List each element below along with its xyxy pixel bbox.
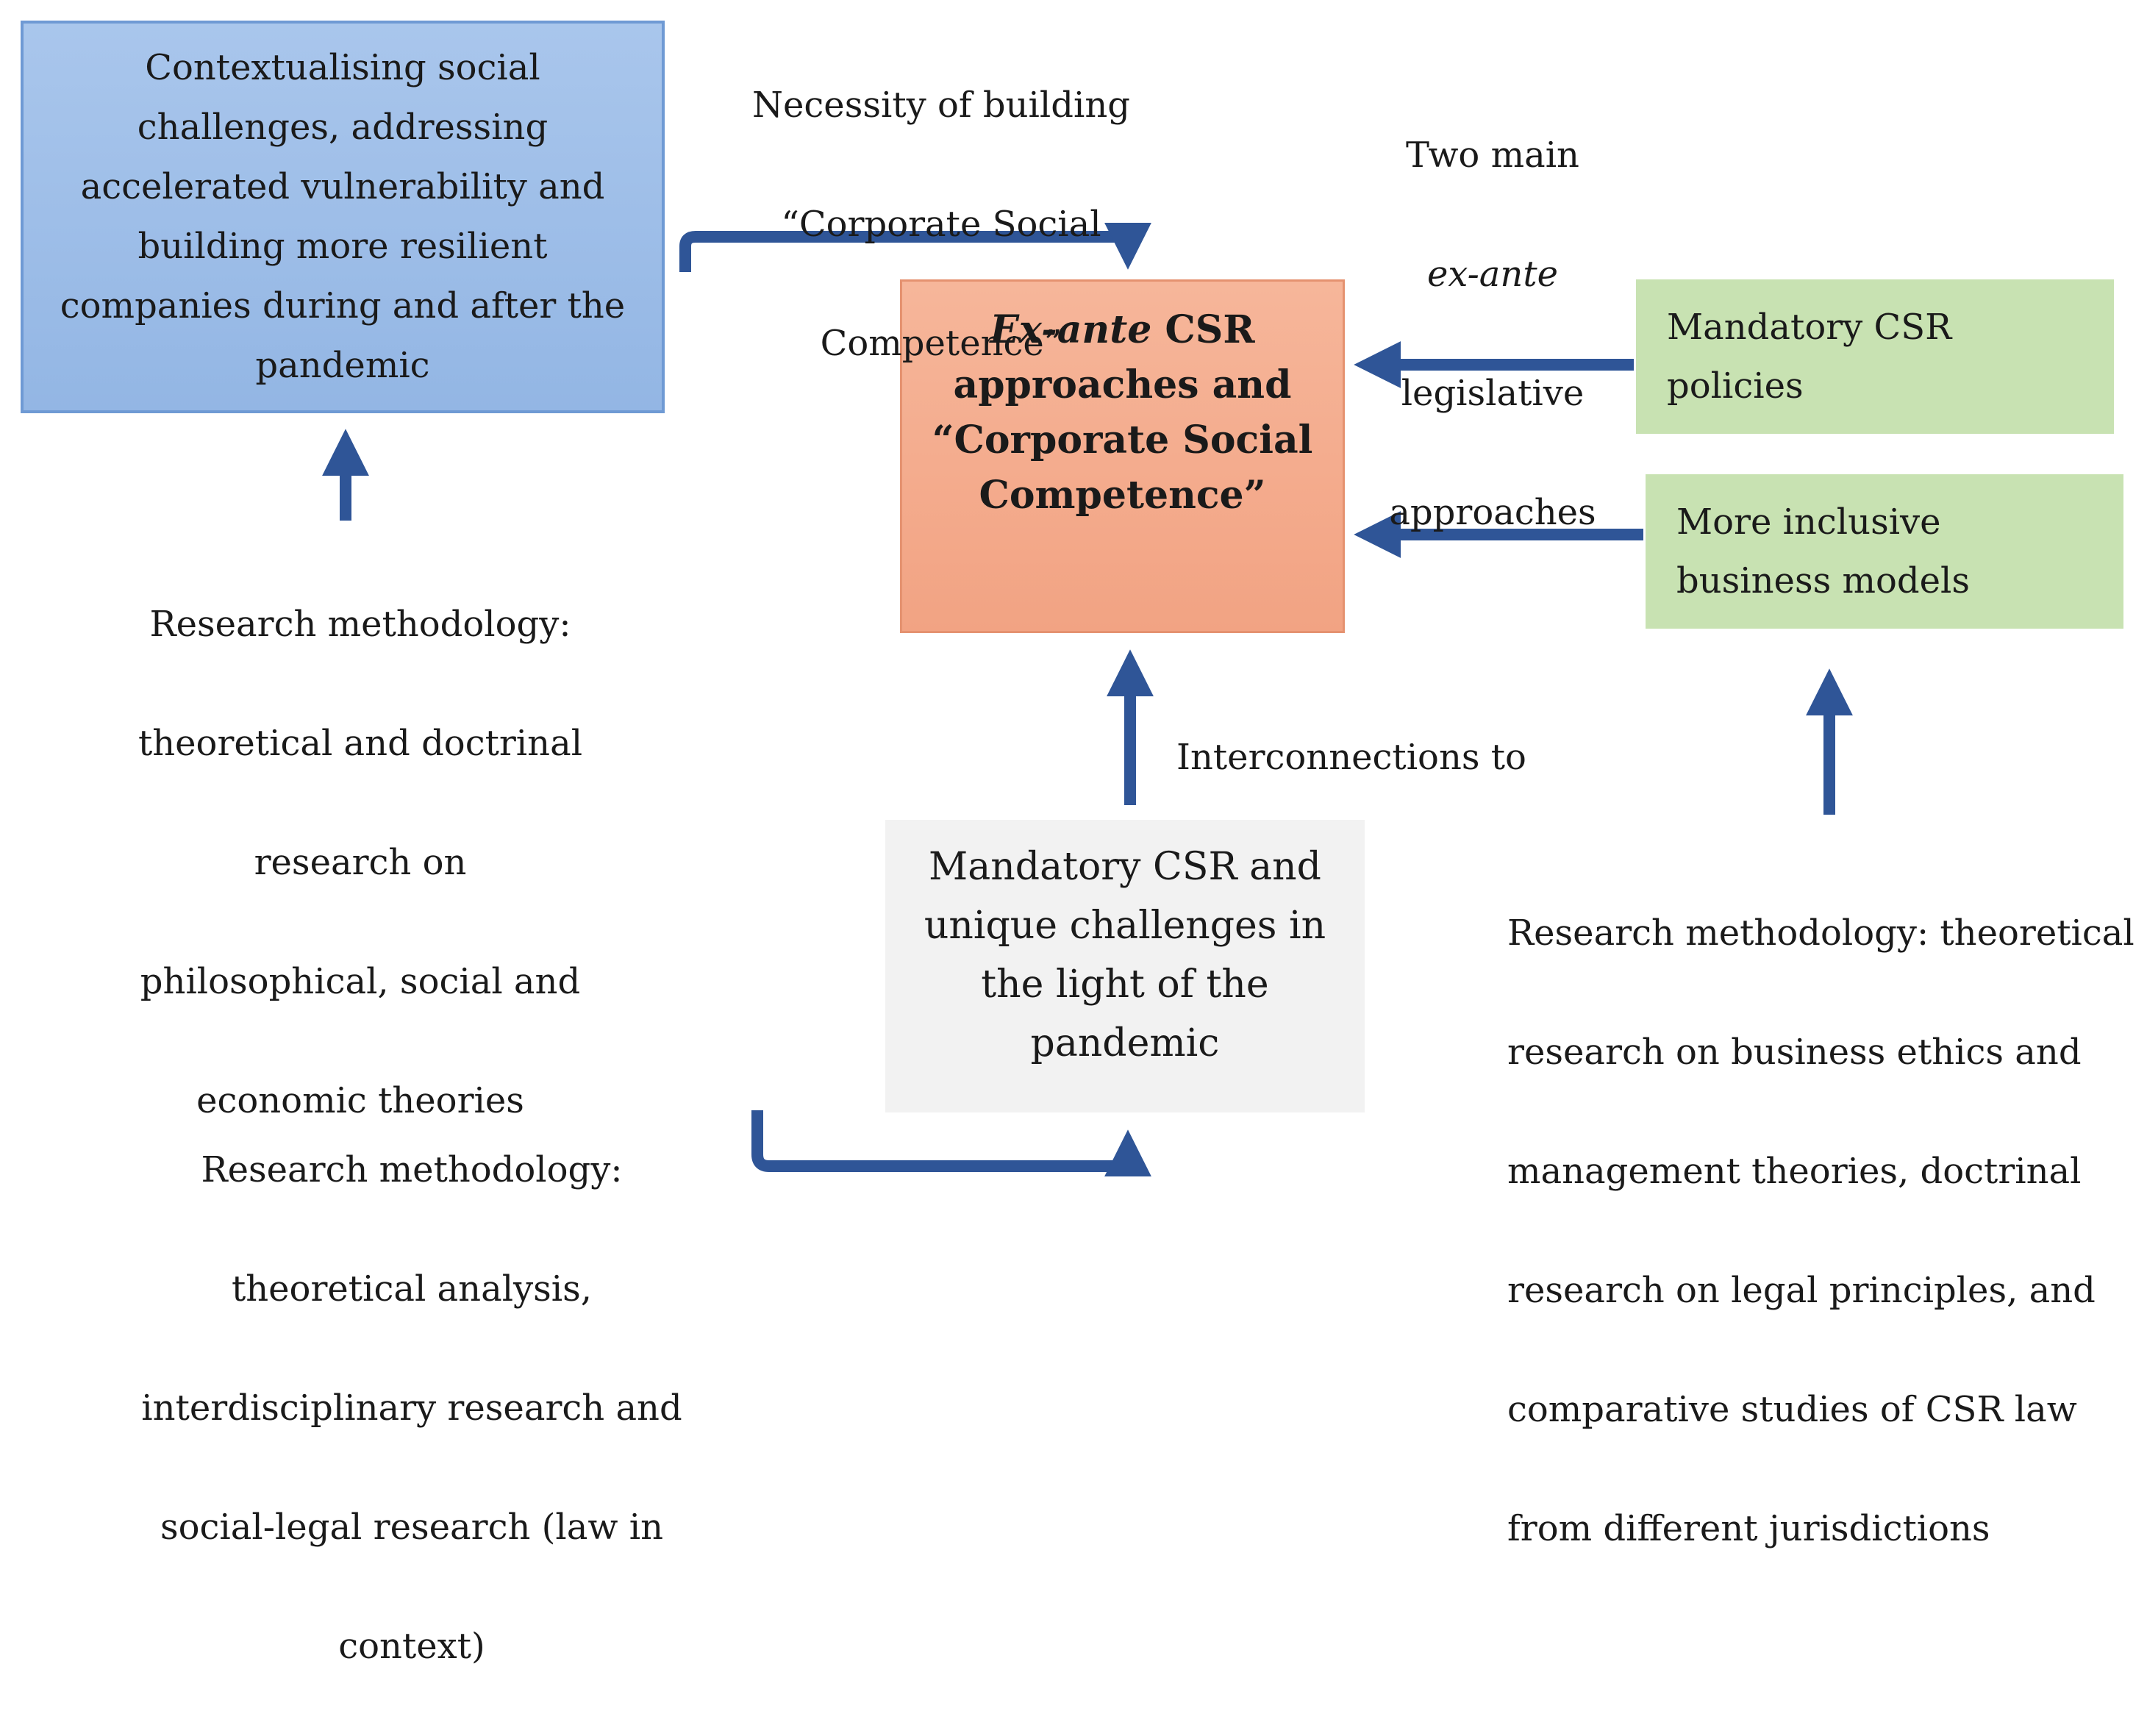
mandatory-policies-box: Mandatory CSR policies [1636,279,2114,434]
rm3-line-4: research on legal principles, and [1507,1270,2096,1311]
two-main-line-1: Two main [1406,135,1579,176]
context-line-6: pandemic [255,345,430,386]
rm1-line-4: philosophical, social and [140,961,581,1002]
challenges-line-4: pandemic [1030,1021,1220,1065]
rm1-line-5: economic theories [196,1080,524,1121]
context-line-1: Contextualising social [145,47,540,88]
context-box-text: Contextualising social challenges, addre… [60,38,625,396]
challenges-line-1: Mandatory CSR and [929,845,1321,889]
interconnections-label: Interconnections to [1176,737,1526,778]
rm2-line-1: Research methodology: [201,1149,623,1190]
research-methodology-2: Research methodology: theoretical analys… [125,1081,699,1736]
mandatory-challenges-text: Mandatory CSR and unique challenges in t… [924,837,1326,1073]
context-line-3: accelerated vulnerability and [80,166,605,207]
mandatory-policies-text: Mandatory CSR policies [1667,298,1951,415]
two-main-line-3: legislative [1401,373,1585,414]
research-methodology-1: Research methodology: theoretical and do… [118,535,603,1190]
central-italic-term: Ex-ante [990,307,1152,352]
central-box: Ex-ante CSR approaches and “Corporate So… [900,279,1345,633]
rm3-line-6: from different jurisdictions [1507,1508,1990,1549]
central-box-text: Ex-ante CSR approaches and “Corporate So… [932,302,1313,523]
necessity-line-3: Competence” [820,323,1062,364]
rm2-line-3: interdisciplinary research and [141,1387,682,1429]
rm3-line-2: research on business ethics and [1507,1032,2082,1073]
rm1-line-1: Research methodology: [149,604,571,645]
policies-line-2: policies [1667,365,1804,407]
arrow-research2-to-challenges [751,1110,1151,1177]
rm1-line-2: theoretical and doctrinal [137,723,583,764]
rm2-line-2: theoretical analysis, [231,1268,593,1310]
necessity-label: Necessity of building “Corporate Social … [735,16,1147,433]
two-main-line-2: ex-ante [1426,254,1559,295]
rm1-line-3: research on [254,842,467,883]
context-box: Contextualising social challenges, addre… [21,21,665,413]
two-main-approaches-label: Two main ex-ante legislative approaches [1368,66,1618,602]
inclusive-line-1: More inclusive [1676,501,1941,543]
mandatory-challenges-box: Mandatory CSR and unique challenges in t… [885,820,1365,1112]
rm2-line-5: context) [338,1626,485,1667]
rm3-line-3: management theories, doctrinal [1507,1151,2082,1192]
central-line-2: approaches and [953,362,1292,407]
context-line-4: building more resilient [137,226,548,267]
two-main-line-4: approaches [1389,492,1596,533]
inclusive-models-box: More inclusive business models [1646,474,2123,629]
necessity-line-2: “Corporate Social [781,204,1101,245]
challenges-line-2: unique challenges in [924,904,1326,948]
inclusive-models-text: More inclusive business models [1676,493,1970,610]
research-methodology-3: Research methodology: theoretical resear… [1507,844,2140,1618]
inclusive-line-2: business models [1676,560,1970,601]
policies-line-1: Mandatory CSR [1667,307,1952,348]
context-line-5: companies during and after the [60,285,626,326]
rm3-line-1: Research methodology: theoretical [1507,912,2135,954]
challenges-line-3: the light of the [981,962,1269,1007]
central-line-1-rest: CSR [1151,307,1255,352]
necessity-line-1: Necessity of building [752,85,1130,126]
central-line-4: Competence” [979,473,1266,518]
rm2-line-4: social-legal research (law in [160,1507,663,1548]
central-line-1: Ex-ante CSR [932,302,1313,357]
context-line-2: challenges, addressing [137,107,549,148]
central-line-3: “Corporate Social [932,418,1313,462]
rm3-line-5: comparative studies of CSR law [1507,1389,2077,1430]
